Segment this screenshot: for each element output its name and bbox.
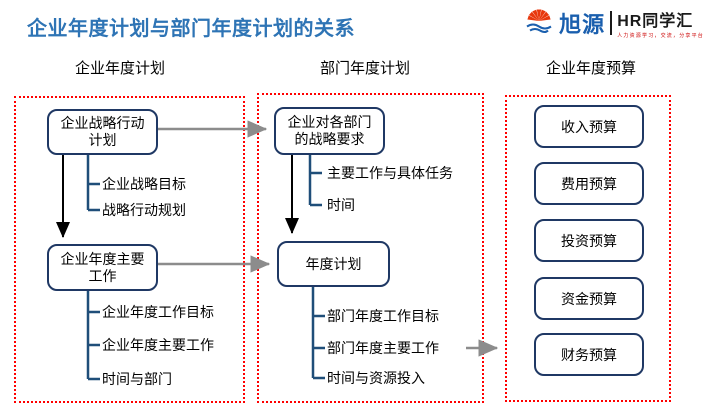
logo-right-block: HR同学汇 人力资源学习，交流，分享平台	[617, 7, 704, 39]
budget-box-finance: 财务预算	[534, 333, 644, 376]
node-strategy-action-plan-line2: 计划	[88, 132, 117, 148]
node-enterprise-annual-main-work-line2: 工作	[88, 267, 117, 284]
column-header-department-plan: 部门年度计划	[319, 60, 410, 77]
leaf-strategy-action-planning: 战略行动规划	[102, 202, 186, 218]
logo-tagline-text: 人力资源学习，交流，分享平台	[617, 32, 704, 39]
leaf-time-and-department: 时间与部门	[102, 371, 172, 387]
node-strategy-action-plan: 企业战略行动 计划	[47, 109, 158, 155]
node-annual-plan-line1: 年度计划	[305, 255, 362, 272]
leaf-enterprise-annual-main-work: 企业年度主要工作	[102, 337, 214, 353]
leaf-time-and-resources: 时间与资源投入	[327, 370, 425, 386]
node-strategy-requirements: 企业对各部门 的战略要求	[274, 107, 385, 155]
node-enterprise-annual-main-work-line1: 企业年度主要	[60, 250, 145, 267]
budget-box-capital: 资金预算	[534, 277, 644, 320]
branch-lines-strategy-plan	[86, 151, 100, 212]
branch-lines-strategy-requirements	[308, 151, 322, 207]
logo-brand-text: 旭源	[559, 11, 606, 37]
leaf-main-work-specific-tasks: 主要工作与具体任务	[327, 165, 453, 181]
branch-lines-annual-plan	[311, 283, 325, 380]
enterprise-plan-dashed-container	[14, 96, 245, 403]
leaf-enterprise-strategy-goal: 企业战略目标	[102, 176, 186, 192]
node-strategy-requirements-line2: 的战略要求	[294, 131, 365, 147]
budget-dashed-container	[505, 95, 671, 402]
node-strategy-requirements-line1: 企业对各部门	[287, 114, 372, 130]
logo-name-text: HR同学汇	[617, 12, 694, 30]
page-title: 企业年度计划与部门年度计划的关系	[27, 18, 355, 40]
leaf-department-annual-work-goal: 部门年度工作目标	[327, 308, 439, 324]
leaf-department-annual-main-work: 部门年度主要工作	[327, 340, 439, 356]
logo: 旭源 HR同学汇 人力资源学习，交流，分享平台	[524, 6, 704, 39]
leaf-enterprise-annual-work-goal: 企业年度工作目标	[102, 304, 214, 320]
sun-waves-icon	[524, 6, 554, 39]
node-annual-plan: 年度计划	[277, 241, 390, 287]
budget-box-revenue: 收入预算	[534, 105, 644, 148]
column-header-budget: 企业年度预算	[545, 60, 636, 77]
node-enterprise-annual-main-work: 企业年度主要 工作	[47, 244, 158, 291]
budget-box-investment: 投资预算	[534, 219, 644, 262]
department-plan-dashed-container	[257, 93, 484, 403]
node-strategy-action-plan-line1: 企业战略行动	[60, 115, 145, 131]
leaf-time: 时间	[327, 197, 355, 213]
column-header-enterprise-plan: 企业年度计划	[74, 60, 165, 77]
budget-box-expense: 费用预算	[534, 162, 644, 205]
branch-lines-annual-work	[86, 287, 100, 381]
logo-divider	[610, 10, 613, 35]
